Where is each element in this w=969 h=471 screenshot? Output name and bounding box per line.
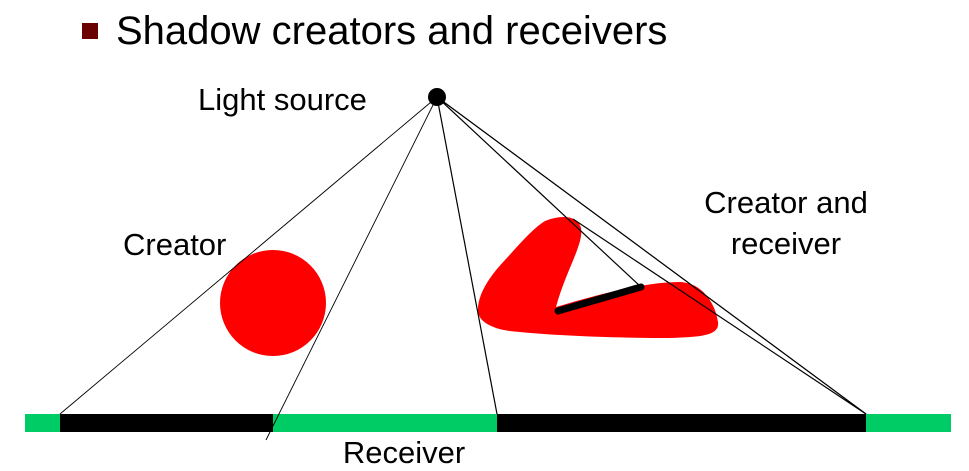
- label-creator: Creator: [123, 227, 226, 262]
- slide-title: Shadow creators and receivers: [116, 9, 668, 53]
- ray-right-tangent: [572, 218, 867, 415]
- ray-left-outer: [59, 96, 438, 415]
- ground-lit-right: [866, 414, 951, 432]
- ground-shadow-left: [60, 414, 273, 432]
- self-shadow-stroke: [554, 283, 645, 315]
- ground-lit-left: [25, 414, 60, 432]
- creator-receiver-shape: [477, 216, 719, 338]
- creator-sphere: [220, 250, 326, 356]
- slide-title-row: Shadow creators and receivers: [82, 4, 667, 58]
- ray-to-inner-shadow: [436, 96, 642, 288]
- light-rays: [59, 96, 867, 441]
- light-source-dot: [428, 88, 446, 106]
- label-creator-and-receiver-line2: receiver: [731, 226, 841, 261]
- square-bullet-icon: [82, 23, 98, 39]
- ray-right-outer: [436, 96, 867, 415]
- ray-left-inner: [265, 96, 438, 441]
- ground-shadow-right: [497, 414, 866, 432]
- ground-lit-middle: [273, 414, 497, 432]
- label-light-source: Light source: [198, 82, 367, 117]
- label-receiver: Receiver: [343, 435, 465, 470]
- ray-middle: [436, 96, 498, 415]
- label-creator-and-receiver-line1: Creator and: [704, 185, 868, 220]
